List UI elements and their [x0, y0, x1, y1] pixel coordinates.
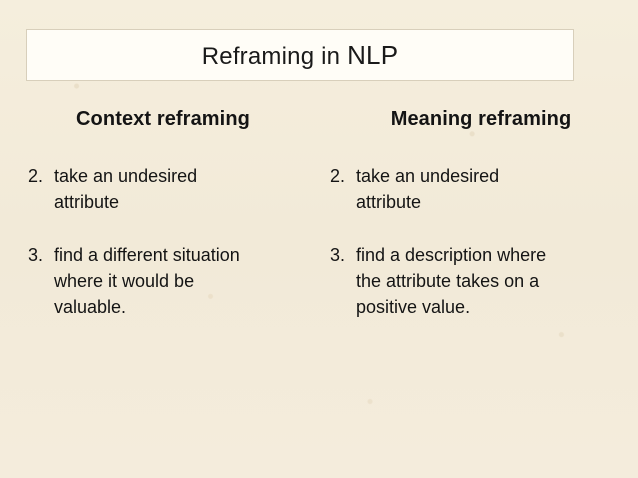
list-item: 3. find a description where the attribut…	[330, 242, 638, 321]
list-item-text: take an undesired attribute	[356, 166, 500, 213]
list-context-reframing: 2. take an undesired attribute 3. find a…	[28, 163, 320, 320]
list-marker: 2.	[330, 166, 346, 186]
title-box: Reframing in NLP	[26, 29, 574, 81]
list-marker: 3.	[330, 244, 346, 265]
list-marker: 3.	[28, 244, 44, 265]
list-item-text: take an undesired attribute	[54, 166, 198, 213]
list-marker: 2.	[28, 166, 44, 186]
list-meaning-reframing: 2. take an undesired attribute 3. find a…	[330, 163, 638, 320]
content-columns: Context reframing 2. take an undesired a…	[0, 108, 638, 346]
column-meaning-reframing: Meaning reframing 2. take an undesired a…	[320, 108, 638, 346]
list-item-text: find a description where the attribute t…	[356, 244, 547, 318]
page-title-main: Reframing in	[201, 42, 348, 70]
column-heading-right: Meaning reframing	[390, 108, 572, 130]
list-item-text: find a different situation where it woul…	[54, 244, 240, 318]
column-context-reframing: Context reframing 2. take an undesired a…	[0, 108, 320, 346]
column-heading-left: Context reframing	[76, 108, 250, 130]
list-item: 2. take an undesired attribute	[330, 163, 638, 216]
list-item: 3. find a different situation where it w…	[28, 242, 320, 321]
page-title: Reframing in NLP	[202, 40, 399, 71]
page-title-emphasis: NLP	[347, 39, 399, 70]
list-item: 2. take an undesired attribute	[28, 163, 320, 216]
